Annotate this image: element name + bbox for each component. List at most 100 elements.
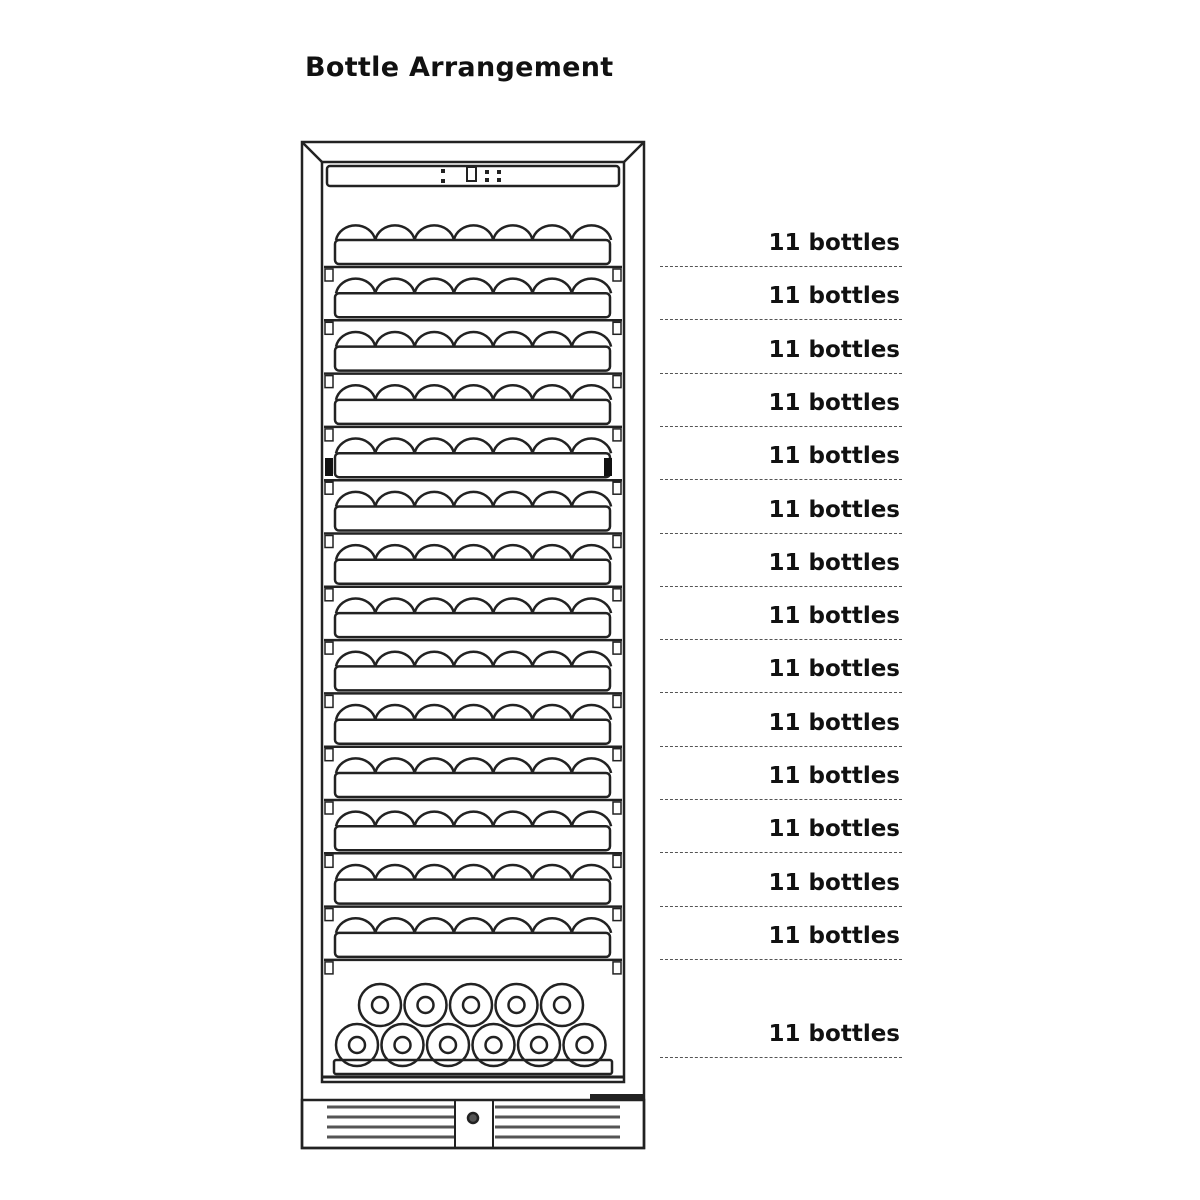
shelf-divider-line (660, 692, 902, 694)
shelf-capacity-label: 11 bottles (768, 816, 900, 843)
bottle-arc (334, 384, 377, 401)
bottom-bottle-rack (332, 982, 614, 1076)
shelf-board (333, 451, 612, 479)
control-panel (325, 164, 621, 188)
bottle-arc (570, 224, 613, 241)
bottle-arc (452, 917, 495, 934)
bottle-arc (570, 863, 613, 880)
bottle-arc (334, 543, 377, 561)
bottle-arc (491, 757, 534, 774)
bottle-arc (570, 490, 613, 507)
bottle-arc (374, 224, 416, 241)
shelf-capacity-label: 11 bottles (768, 389, 900, 416)
bottle-arc (491, 277, 534, 294)
bottle-arc (334, 757, 377, 774)
bottle-arc (374, 490, 416, 507)
shelf-divider-line (660, 852, 902, 854)
bottle-arc (374, 650, 416, 667)
wine-shelf (324, 384, 622, 442)
shelf-board (333, 771, 612, 799)
control-buttons (441, 166, 501, 183)
hinge-left (325, 458, 333, 476)
bottle-arc (374, 863, 416, 880)
bottle-arc (334, 597, 377, 614)
bottle-arc (452, 650, 495, 667)
shelf-board (333, 292, 612, 319)
shelf-capacity-label: 11 bottles (768, 869, 900, 896)
shelf-capacity-label: 11 bottles (768, 336, 900, 363)
shelf-capacity-label: 11 bottles (768, 603, 900, 630)
bottle-arc (531, 330, 574, 347)
bottle-arc (413, 917, 456, 934)
shelf-capacity-label: 11 bottles (768, 922, 900, 949)
wine-shelf (324, 917, 622, 975)
bottom-shelf-board (332, 1058, 614, 1076)
bottle-arc (413, 597, 456, 614)
shelf-board (333, 931, 612, 959)
bottle-arc (491, 917, 534, 934)
bottle-arc (452, 330, 495, 347)
bottle-arc (413, 543, 456, 561)
shelf-divider-line (660, 532, 902, 534)
bottle-arc (491, 650, 534, 667)
bottle-arc (413, 703, 456, 721)
bottle-end (494, 982, 539, 1028)
bottle-arc (570, 330, 613, 347)
bottle-arc (531, 917, 574, 934)
wine-shelf (324, 863, 622, 922)
bottle-end (448, 982, 494, 1028)
bottle-arc (413, 330, 456, 347)
shelf-board (333, 238, 612, 266)
wine-shelf (324, 650, 622, 709)
bottle-arc (491, 810, 534, 827)
lock-icon (466, 1111, 480, 1125)
bottle-arc (374, 810, 416, 827)
bottle-end (562, 1022, 607, 1068)
bottle-arc (570, 703, 613, 721)
shelf-capacity-label: 11 bottles (768, 283, 900, 310)
bottle-end (357, 982, 403, 1028)
shelf-divider-line (660, 266, 902, 267)
bottle-end (380, 1022, 425, 1068)
bottle-arc (491, 224, 534, 241)
bottle-arc (413, 650, 456, 667)
bottle-arc (374, 917, 416, 934)
bottle-arc (374, 330, 416, 347)
shelf-board (333, 345, 612, 372)
shelf-board (333, 878, 612, 905)
bottle-arc (452, 543, 495, 561)
bottle-arc (452, 437, 495, 454)
bottle-arc (374, 437, 416, 454)
wine-shelf (324, 224, 622, 282)
bottom-shelf-capacity-label: 11 bottles (768, 1021, 900, 1047)
bottle-arc (374, 543, 416, 561)
bottle-arc (334, 490, 377, 507)
bottle-arc (452, 757, 495, 774)
wine-shelf (324, 330, 622, 389)
bottle-arc (531, 757, 574, 774)
bottle-arc (531, 490, 574, 507)
shelf-divider-line (660, 479, 902, 481)
bottle-arc (334, 277, 377, 294)
shelf-capacity-label: 11 bottles (768, 496, 900, 523)
bottle-arc (491, 543, 534, 561)
bottle-arc (374, 597, 416, 614)
bottle-arc (531, 703, 574, 721)
bottle-arc (334, 437, 377, 454)
shelf-capacity-label: 11 bottles (768, 443, 900, 470)
shelf-board (333, 558, 612, 586)
wine-shelf (324, 757, 622, 815)
bottle-arc (452, 810, 495, 827)
bottle-arc (531, 384, 574, 401)
bottle-arc (570, 757, 613, 774)
shelf-board (333, 611, 612, 639)
shelf-divider-line (660, 585, 902, 587)
shelf-divider-line (660, 745, 902, 747)
bottle-arc (374, 277, 416, 294)
shelf-divider-line (660, 958, 902, 960)
bottle-arc (374, 384, 416, 401)
shelf-divider-line (660, 905, 902, 907)
bottle-arc (491, 330, 534, 347)
shelf-board (333, 505, 612, 532)
